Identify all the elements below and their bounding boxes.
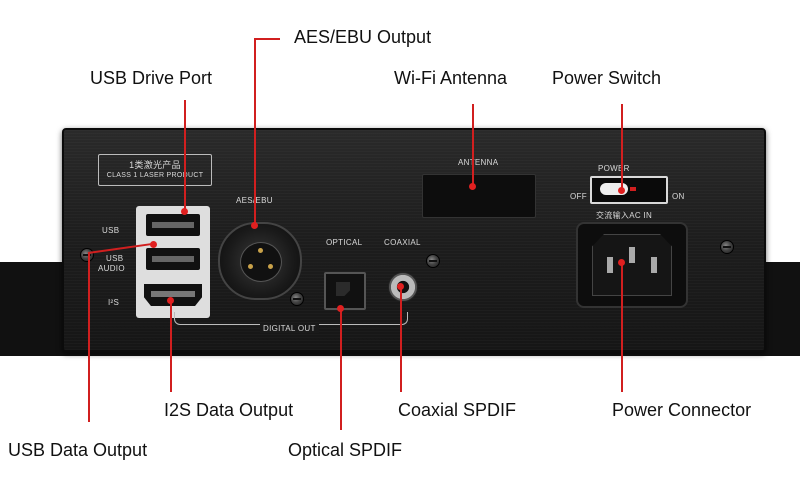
- laser-product-label: 1类激光产品 CLASS 1 LASER PRODUCT: [98, 154, 212, 186]
- usb-label: USB: [102, 226, 120, 235]
- leader-optical: [340, 308, 342, 430]
- callout-wifi-antenna: Wi-Fi Antenna: [394, 68, 508, 88]
- i2s-hdmi-port: [144, 284, 202, 306]
- on-label: ON: [672, 192, 685, 201]
- leader-antenna: [472, 104, 474, 186]
- ac-in-label: 交流输入AC IN: [596, 211, 653, 220]
- leader-power-switch: [621, 104, 623, 190]
- leader-power-switch-dot: [618, 187, 625, 194]
- screw-left: [80, 248, 94, 262]
- callout-power-switch: Power Switch: [552, 68, 662, 88]
- usb-drive-port: [146, 214, 200, 236]
- port-panel: [136, 206, 210, 318]
- callout-optical-spdif: Optical SPDIF: [288, 440, 403, 460]
- screw-coaxial: [426, 254, 440, 268]
- callout-i2s-data-output: I2S Data Output: [164, 400, 294, 420]
- leader-usb-data-dot: [150, 241, 157, 248]
- aes-ebu-xlr-port: [218, 222, 302, 300]
- usb-audio-label-1: USB: [106, 254, 124, 263]
- antenna-label: ANTENNA: [458, 158, 499, 167]
- usb-audio-port: [146, 248, 200, 270]
- power-label: POWER: [598, 164, 630, 173]
- laser-label-line2: CLASS 1 LASER PRODUCT: [106, 172, 204, 179]
- wifi-antenna-port: [422, 174, 536, 218]
- laser-label-line1: 1类激光产品: [129, 160, 181, 170]
- leader-aes-ebu-dot: [251, 222, 258, 229]
- callout-usb-drive-port: USB Drive Port: [90, 68, 213, 88]
- digital-out-label: DIGITAL OUT: [260, 324, 319, 333]
- screw-xlr: [290, 292, 304, 306]
- leader-i2s: [170, 300, 172, 392]
- usb-audio-label-2: AUDIO: [98, 264, 125, 273]
- leader-power-connector: [621, 262, 623, 392]
- callout-aes-ebu-output: AES/EBU Output: [294, 27, 432, 47]
- optical-spdif-port: [324, 272, 366, 310]
- leader-antenna-dot: [469, 183, 476, 190]
- optical-label: OPTICAL: [326, 238, 363, 247]
- leader-coaxial: [400, 286, 402, 392]
- callout-coaxial-spdif: Coaxial SPDIF: [398, 400, 517, 420]
- power-switch: [590, 176, 668, 204]
- leader-power-connector-dot: [618, 259, 625, 266]
- leader-coaxial-dot: [397, 283, 404, 290]
- power-connector: [576, 222, 688, 308]
- leader-i2s-dot: [167, 297, 174, 304]
- callout-power-connector: Power Connector: [612, 400, 752, 420]
- device-rear-panel: 1类激光产品 CLASS 1 LASER PRODUCT USB USB AUD…: [62, 128, 766, 352]
- leader-optical-dot: [337, 305, 344, 312]
- screw-right: [720, 240, 734, 254]
- i2s-label: I²S: [108, 298, 120, 307]
- leader-usb-drive: [184, 100, 186, 210]
- leader-usb-drive-dot: [181, 208, 188, 215]
- leader-aes-ebu-v: [254, 38, 256, 224]
- off-label: OFF: [570, 192, 587, 201]
- leader-usb-data-v: [88, 252, 90, 422]
- coaxial-label: COAXIAL: [384, 238, 421, 247]
- leader-aes-ebu: [254, 38, 280, 40]
- callout-usb-data-output: USB Data Output: [8, 440, 148, 460]
